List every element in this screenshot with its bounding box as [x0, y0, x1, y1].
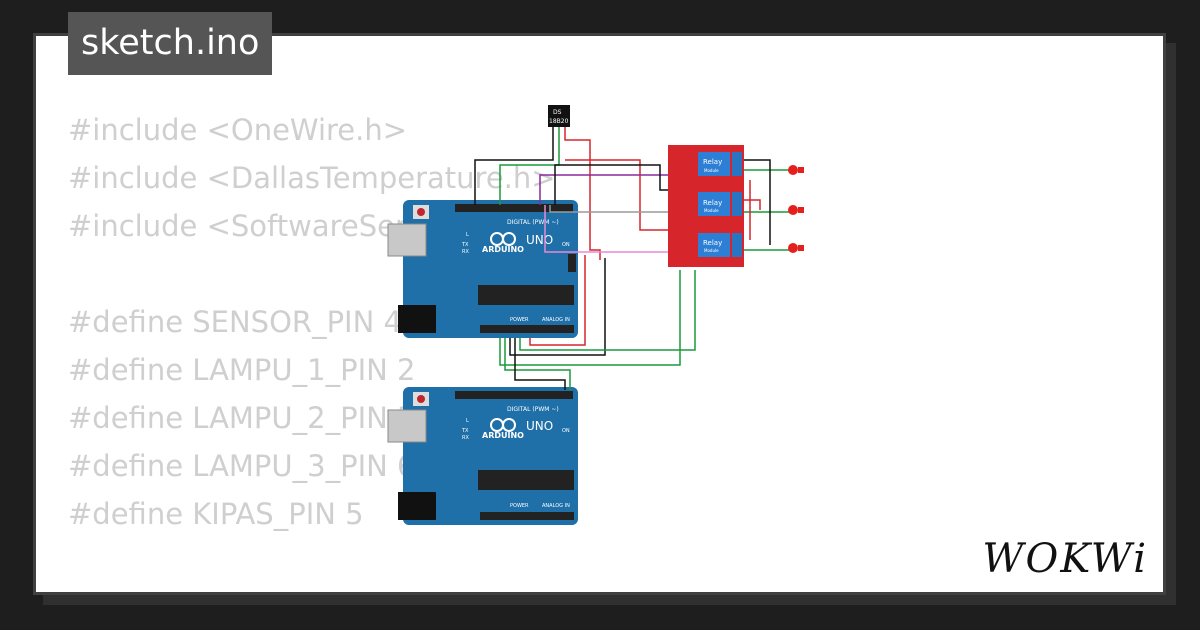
relay-chip [698, 233, 730, 257]
usb-port [387, 409, 427, 443]
reset-button-cap [417, 395, 425, 403]
relay-label: Relay [703, 199, 722, 207]
icsp-header [568, 254, 576, 272]
led-body [788, 243, 798, 253]
usb-port [387, 223, 427, 257]
led-tx-label: TX [461, 242, 469, 248]
led-body [788, 205, 798, 215]
wokwi-logo: WOKWi [982, 536, 1148, 582]
reset-button-cap [417, 208, 425, 216]
board-pcb [403, 387, 578, 525]
relay-module-1[interactable]: Relay Module [668, 145, 744, 185]
sensor-label-2: 18B20 [549, 118, 569, 125]
sensor-label-1: DS [553, 109, 562, 116]
relay-terminal [732, 192, 742, 216]
relay-sub-label: Module [704, 248, 719, 253]
led-cap [798, 167, 804, 173]
led-cap [798, 245, 804, 251]
relay-module-2[interactable]: Relay Module [668, 185, 744, 227]
led-3[interactable] [788, 243, 804, 253]
relay-chip [698, 192, 730, 216]
atmega-chip [478, 285, 574, 305]
arduino-uno-bottom[interactable]: DIGITAL (PWM ~) ARDUINO UNO POWER ANALOG… [387, 387, 578, 525]
relay-module-3[interactable]: Relay Module [668, 227, 744, 267]
infinity-logo-right [502, 418, 516, 432]
relay-label: Relay [703, 158, 722, 166]
digital-header [455, 391, 573, 399]
uno-label: UNO [526, 419, 553, 433]
sensor-body [548, 105, 570, 127]
preview-card: #include <OneWire.h> #include <DallasTemp… [33, 33, 1166, 595]
led-cap [798, 207, 804, 213]
led-1[interactable] [788, 165, 804, 175]
on-label: ON [562, 242, 570, 248]
relay-sub-label: Module [704, 208, 719, 213]
power-jack [398, 305, 436, 333]
wires [474, 127, 790, 390]
infinity-logo-right [502, 232, 516, 246]
code-line: #define LAMPU_1_PIN 2 [68, 353, 416, 387]
relay-label: Relay [703, 239, 722, 247]
arduino-brand: ARDUINO [482, 431, 524, 440]
led-rx-label: RX [462, 249, 469, 255]
led-2[interactable] [788, 205, 804, 215]
power-jack [398, 492, 436, 520]
power-label: POWER [510, 317, 529, 323]
on-label: ON [562, 428, 570, 434]
uno-label: UNO [526, 233, 553, 247]
ds18b20-sensor[interactable]: DS 18B20 [548, 105, 570, 127]
led-l-label: L [466, 232, 469, 238]
code-line: #define KIPAS_PIN 5 [68, 497, 364, 531]
relay-chip [698, 152, 730, 176]
relay-terminal [732, 233, 742, 257]
file-title-tag: sketch.ino [68, 12, 273, 75]
arduino-uno-top[interactable]: DIGITAL (PWM ~) ARDUINO UNO POWER ANALOG… [387, 200, 578, 338]
arduino-brand: ARDUINO [482, 245, 524, 254]
analog-label: ANALOG IN [542, 503, 570, 509]
led-rx-label: RX [462, 435, 469, 441]
power-label: POWER [510, 503, 529, 509]
led-tx-label: TX [461, 428, 469, 434]
led-body [788, 165, 798, 175]
analog-label: ANALOG IN [542, 317, 570, 323]
relay-terminal [732, 152, 742, 176]
relay-sub-label: Module [704, 168, 719, 173]
digital-header [455, 204, 573, 212]
code-line: #include <OneWire.h> [68, 113, 408, 147]
power-analog-header [480, 325, 574, 333]
atmega-chip [478, 470, 574, 490]
digital-label: DIGITAL (PWM ~) [507, 406, 559, 413]
code-line: #define LAMPU_3_PIN 6 [68, 449, 416, 483]
digital-label: DIGITAL (PWM ~) [507, 219, 559, 226]
led-l-label: L [466, 418, 469, 424]
code-line: #include <DallasTemperature.h> [68, 161, 556, 195]
code-line: #define SENSOR_PIN 4 [68, 305, 402, 339]
power-analog-header [480, 512, 574, 520]
